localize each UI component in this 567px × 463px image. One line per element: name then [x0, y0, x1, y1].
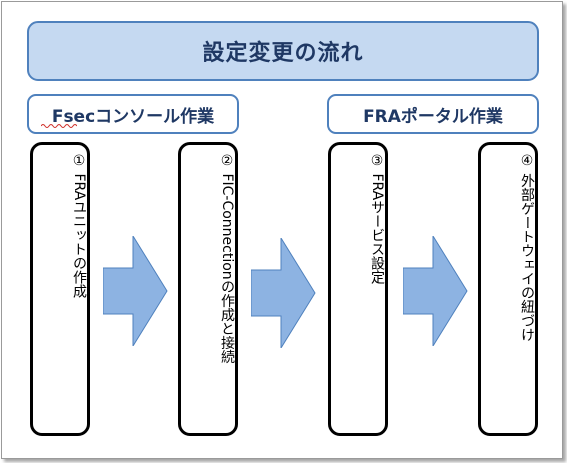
spellcheck-underline — [41, 124, 77, 128]
step-1-box: ① FRAユニットの作成 — [30, 142, 90, 436]
diagram-title: 設定変更の流れ — [27, 21, 539, 81]
step-4-box: ④ 外部ゲートウェイの紐づけ — [478, 142, 538, 436]
section-fra-portal-label: FRAポータル作業 — [363, 106, 503, 127]
section-fra-portal: FRAポータル作業 — [327, 94, 539, 134]
arrow-right-icon — [103, 236, 168, 346]
arrow-right-icon — [251, 238, 316, 348]
step-2-box: ② FIC-Connectionの作成と接続 — [178, 142, 238, 436]
step-1-label: ① FRAユニットの作成 — [71, 153, 87, 299]
section-fsec-console-label: Fsecコンソール作業 — [51, 106, 215, 127]
arrow-right-icon — [403, 236, 468, 346]
step-3-box: ③ FRAサービス設定 — [328, 142, 388, 436]
diagram-title-text: 設定変更の流れ — [202, 41, 364, 66]
step-3-label: ③ FRAサービス設定 — [369, 153, 385, 285]
step-4-label: ④ 外部ゲートウェイの紐づけ — [519, 153, 535, 342]
step-2-label: ② FIC-Connectionの作成と接続 — [219, 153, 235, 364]
